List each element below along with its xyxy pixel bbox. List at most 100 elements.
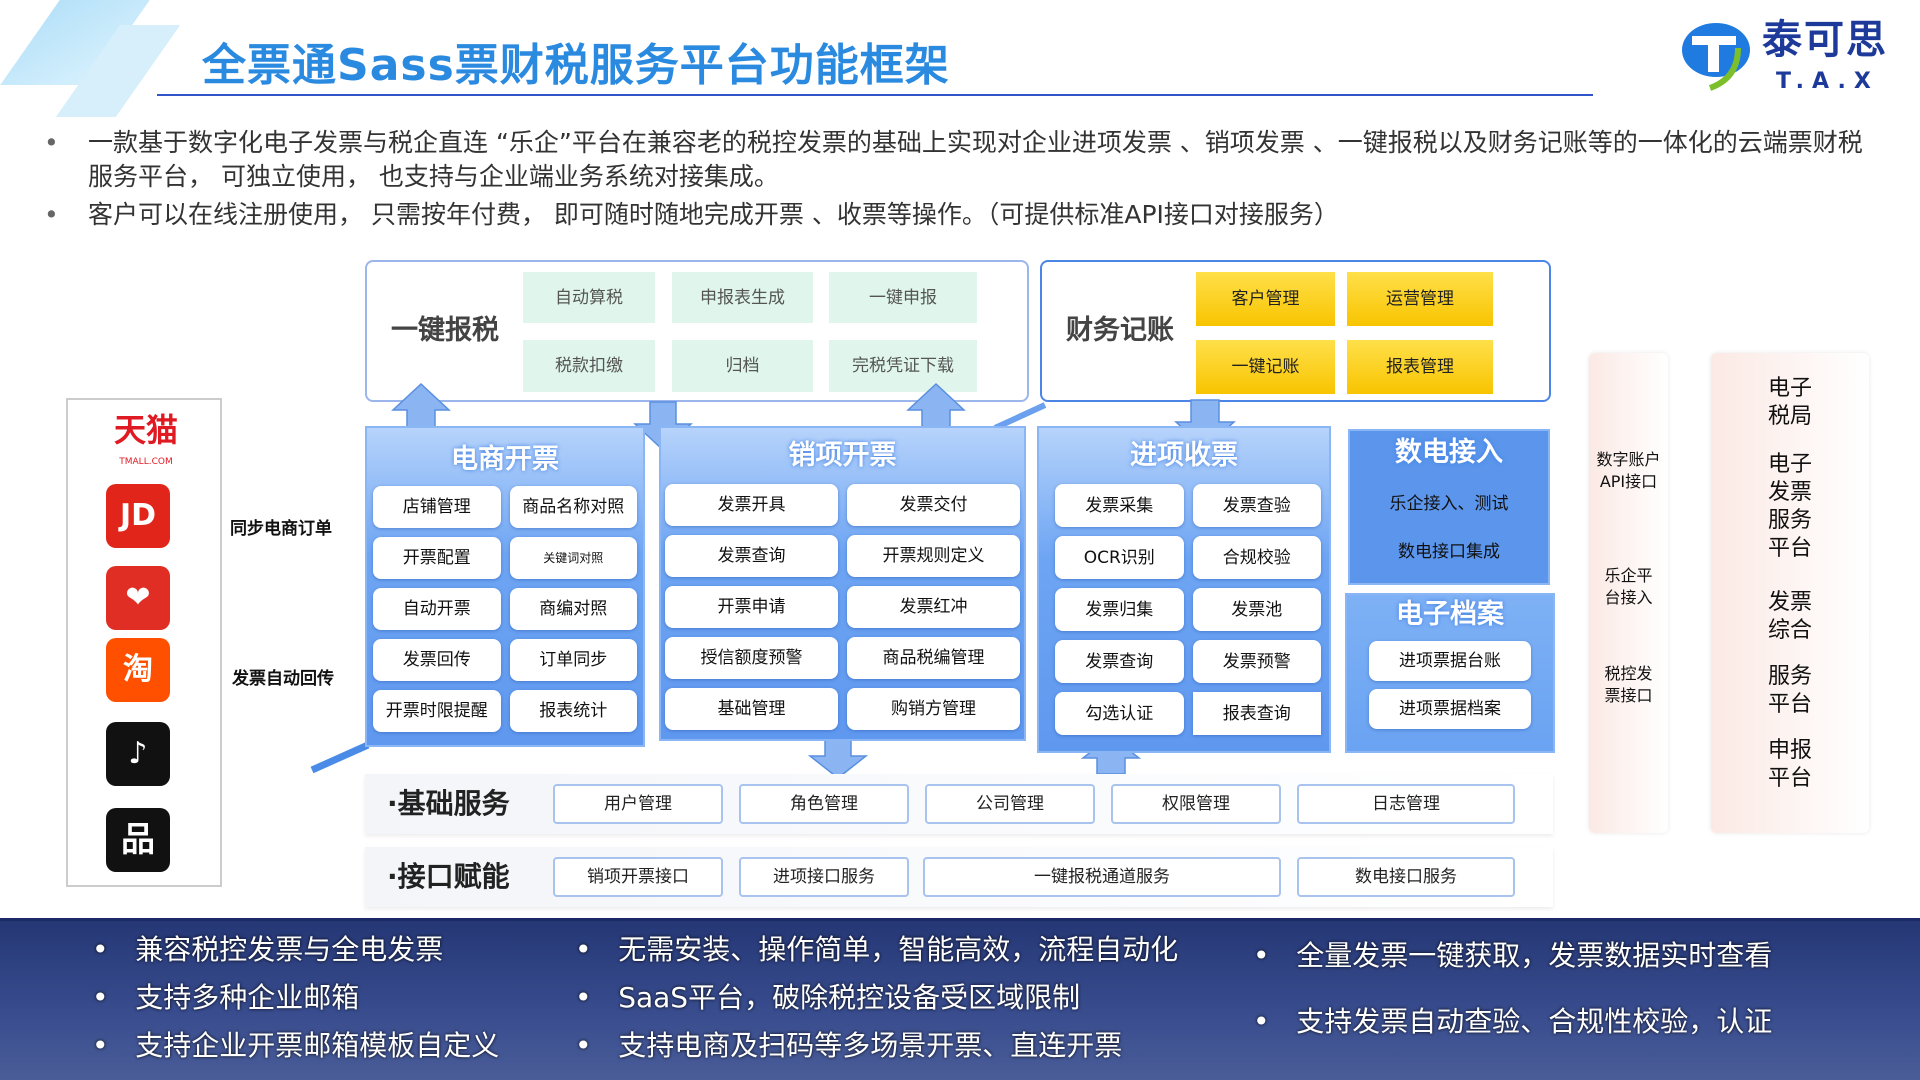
archive-item[interactable]: 进项票据台账: [1369, 641, 1531, 681]
ecommerce-panel: 电商开票 店铺管理 商品名称对照 开票配置 关键词对照 自动开票 商编对照 发票…: [365, 426, 645, 747]
sales-item[interactable]: 发票交付: [847, 484, 1020, 526]
interface-row: ·接口赋能 销项开票接口 进项接口服务 一键报税通道服务 数电接口服务: [365, 847, 1553, 907]
sync-orders-label: 同步电商订单: [230, 519, 332, 539]
tax-item[interactable]: 申报表生成: [672, 272, 813, 323]
archive-item[interactable]: 进项票据档案: [1369, 689, 1531, 729]
tax-item[interactable]: 税款扣缴: [523, 340, 655, 392]
ecommerce-item[interactable]: 自动开票: [373, 588, 501, 630]
feature-text: 支持发票自动查验、合规性校验，认证: [1296, 1005, 1773, 1038]
tax-item[interactable]: 完税凭证下载: [829, 340, 977, 392]
purchase-item[interactable]: 发票查询: [1055, 640, 1184, 683]
platform-logos: 天猫 TMALL.COM JD ❤ 淘 ♪ 品: [66, 398, 222, 887]
api-item: 税控发票接口: [1604, 664, 1653, 705]
platform-item: 申报平台: [1767, 738, 1812, 791]
digital-item: 数电接口集成: [1398, 542, 1500, 562]
purchase-item[interactable]: 发票归集: [1055, 588, 1184, 631]
arrow-diagonal-icon: [310, 741, 370, 774]
pinduoduo-logo: ❤: [106, 566, 170, 630]
interface-button[interactable]: 销项开票接口: [553, 857, 723, 897]
purchase-item[interactable]: 勾选认证: [1055, 692, 1184, 735]
intro-bullet: 客户可以在线注册使用， 只需按年付费， 即可随时随地完成开票 、收票等操作。（可…: [44, 198, 1874, 232]
sales-grid: 发票开具 发票交付 发票查询 开票规则定义 开票申请 发票红冲 授信额度预警 商…: [665, 484, 1020, 730]
purchase-item[interactable]: 发票采集: [1055, 484, 1184, 527]
feature-bullet: • 兼容税控发票与全电发票: [92, 933, 444, 966]
ecommerce-item[interactable]: 商编对照: [509, 588, 637, 630]
interface-button[interactable]: 数电接口服务: [1297, 857, 1515, 897]
platform-item: 电子发票服务平台: [1767, 452, 1812, 561]
sales-item[interactable]: 开票申请: [665, 586, 838, 628]
basic-service-button[interactable]: 公司管理: [925, 784, 1095, 824]
logo-subtext: T.A.X: [1776, 69, 1879, 94]
ecommerce-item[interactable]: 店铺管理: [373, 486, 501, 528]
purchase-item[interactable]: 发票池: [1192, 588, 1321, 631]
feature-text: SaaS平台，破除税控设备受区域限制: [618, 981, 1081, 1014]
accounting-item[interactable]: 报表管理: [1347, 340, 1493, 394]
purchase-item[interactable]: 报表查询: [1192, 692, 1321, 735]
accounting-box: 财务记账 客户管理 运营管理 一键记账 报表管理: [1040, 260, 1551, 402]
basic-service-button[interactable]: 权限管理: [1111, 784, 1281, 824]
sales-item[interactable]: 商品税编管理: [847, 637, 1020, 679]
sales-item[interactable]: 开票规则定义: [847, 535, 1020, 577]
accounting-label: 财务记账: [1066, 315, 1174, 346]
sales-item[interactable]: 发票查询: [665, 535, 838, 577]
ecommerce-item[interactable]: 报表统计: [509, 690, 637, 732]
sales-item[interactable]: 购销方管理: [847, 688, 1020, 730]
accounting-item[interactable]: 客户管理: [1196, 272, 1335, 326]
basic-service-button[interactable]: 角色管理: [739, 784, 909, 824]
ecommerce-item[interactable]: 商品名称对照: [509, 486, 637, 528]
feature-text: 无需安装、操作简单，智能高效，流程自动化: [618, 933, 1179, 966]
feature-text: 兼容税控发票与全电发票: [135, 933, 444, 966]
feature-bullet: • 无需安装、操作简单，智能高效，流程自动化: [575, 933, 1179, 966]
sales-item[interactable]: 授信额度预警: [665, 637, 838, 679]
accounting-item[interactable]: 一键记账: [1196, 340, 1335, 394]
sales-item[interactable]: 发票开具: [665, 484, 838, 526]
intro-bullet: 一款基于数字化电子发票与税企直连 “乐企”平台在兼容老的税控发票的基础上实现对企…: [44, 126, 1874, 194]
basic-service-button[interactable]: 用户管理: [553, 784, 723, 824]
platform-column: 电子税局 电子发票服务平台 发票综合 服务平台 申报平台: [1711, 353, 1869, 833]
company-logo: 泰可思 T.A.X: [1680, 18, 1905, 98]
purchase-grid: 发票采集 发票查验 OCR识别 合规校验 发票归集 发票池 发票查询 发票预警 …: [1055, 484, 1321, 735]
purchase-item[interactable]: 发票查验: [1192, 484, 1321, 527]
shop-logo: 品: [106, 808, 170, 872]
interface-button[interactable]: 进项接口服务: [739, 857, 909, 897]
feature-text: 全量发票一键获取，发票数据实时查看: [1296, 939, 1773, 972]
purchase-item[interactable]: 合规校验: [1192, 536, 1321, 579]
api-item: 数字账户API接口: [1596, 450, 1661, 491]
tmall-logo: 天猫: [113, 411, 178, 449]
ecommerce-item[interactable]: 订单同步: [509, 639, 637, 681]
interface-button[interactable]: 一键报税通道服务: [923, 857, 1281, 897]
basic-service-button[interactable]: 日志管理: [1297, 784, 1515, 824]
tax-item[interactable]: 自动算税: [523, 272, 655, 323]
ecommerce-item[interactable]: 开票时限提醒: [373, 690, 501, 732]
platform-item: 电子税局: [1767, 376, 1812, 429]
purchase-item[interactable]: OCR识别: [1055, 536, 1184, 579]
platform-item: 服务平台: [1767, 664, 1812, 717]
feature-footer: • 兼容税控发票与全电发票 • 支持多种企业邮箱 • 支持企业开票邮箱模板自定义…: [0, 918, 1920, 1080]
accounting-item[interactable]: 运营管理: [1347, 272, 1493, 326]
page-title: 全票通Sass票财税服务平台功能框架: [202, 40, 950, 91]
arrow-down-icon: [807, 739, 869, 779]
api-interface-column: 数字账户API接口 乐企平台接入 税控发票接口: [1589, 353, 1668, 833]
sales-panel: 销项开票 发票开具 发票交付 发票查询 开票规则定义 开票申请 发票红冲 授信额…: [659, 426, 1026, 741]
digital-panel: 数电接入 乐企接入、测试 数电接口集成: [1348, 429, 1550, 585]
sales-item[interactable]: 发票红冲: [847, 586, 1020, 628]
ecommerce-item[interactable]: 开票配置: [373, 537, 501, 579]
feature-bullet: • 支持电商及扫码等多场景开票、直连开票: [575, 1029, 1123, 1062]
ecommerce-item[interactable]: 发票回传: [373, 639, 501, 681]
tax-item[interactable]: 归档: [672, 340, 813, 392]
archive-panel: 电子档案 进项票据台账 进项票据档案: [1345, 593, 1555, 753]
ecommerce-item[interactable]: 关键词对照: [509, 537, 637, 579]
ecommerce-grid: 店铺管理 商品名称对照 开票配置 关键词对照 自动开票 商编对照 发票回传 订单…: [373, 486, 637, 732]
basic-services-row: ·基础服务 用户管理 角色管理 公司管理 权限管理 日志管理: [365, 774, 1553, 834]
tax-filing-box: 一键报税 自动算税 申报表生成 一键申报 税款扣缴 归档 完税凭证下载: [365, 260, 1029, 402]
basic-services-label: ·基础服务: [387, 787, 510, 820]
feature-bullet: • SaaS平台，破除税控设备受区域限制: [575, 981, 1081, 1014]
archive-title: 电子档案: [1396, 599, 1504, 630]
tmall-logo-sub: TMALL.COM: [119, 457, 173, 467]
tax-item[interactable]: 一键申报: [829, 272, 977, 323]
tax-filing-label: 一键报税: [391, 315, 499, 346]
jd-logo: JD: [106, 484, 170, 548]
digital-title: 数电接入: [1395, 437, 1503, 468]
sales-item[interactable]: 基础管理: [665, 688, 838, 730]
purchase-item[interactable]: 发票预警: [1192, 640, 1321, 683]
